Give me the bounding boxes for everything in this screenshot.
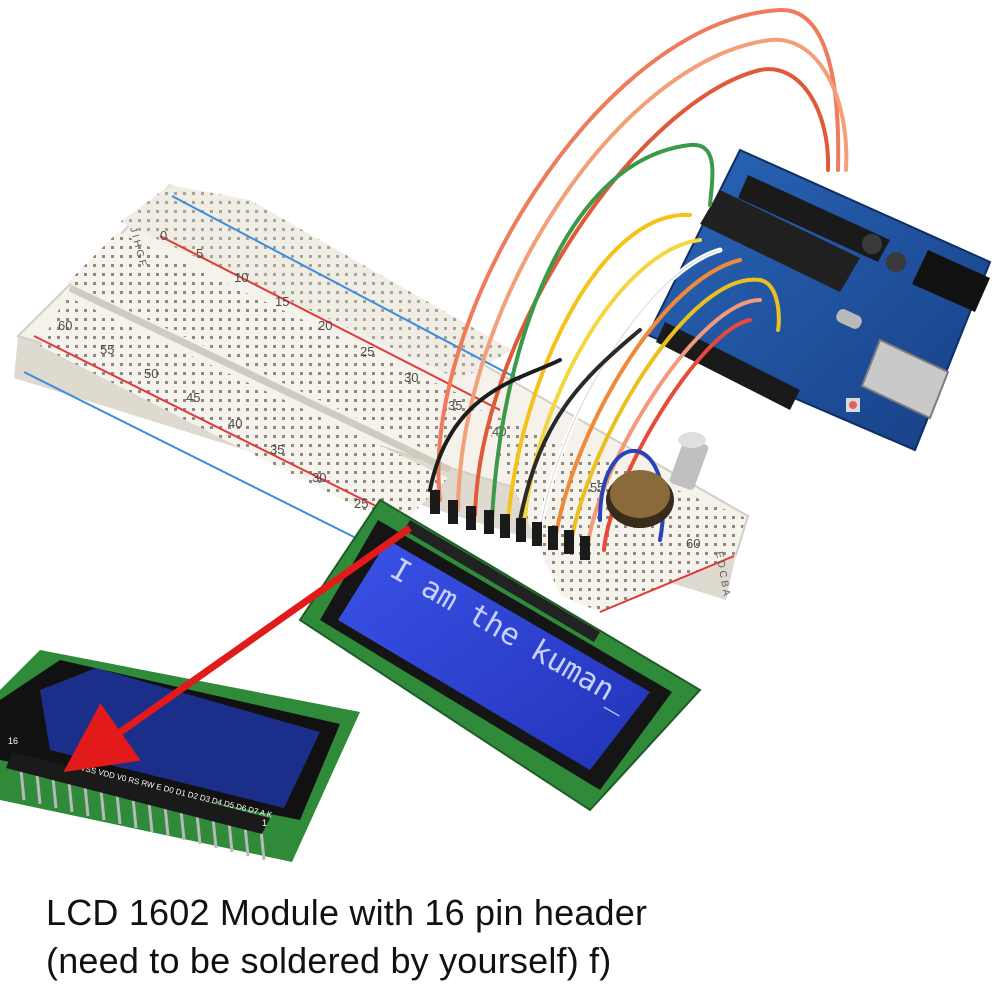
closeup-pin-number-1: 1: [262, 818, 267, 828]
capacitor: [886, 252, 906, 272]
row-number: 35: [448, 398, 462, 413]
closeup-pin-number-16: 16: [8, 736, 18, 746]
row-number: 30: [404, 370, 418, 385]
closeup-screen: [40, 668, 320, 808]
row-number: 60: [686, 536, 700, 551]
lcd-closeup: VSS VDD V0 RS RW E D0 D1 D2 D3 D4 D5 D6 …: [0, 650, 360, 862]
power-jack: [912, 250, 990, 312]
jumper-wires: [428, 7, 849, 552]
usb-port: [860, 338, 950, 420]
crystal: [836, 309, 862, 329]
row-number: 40: [228, 416, 242, 431]
potentiometer: [606, 432, 709, 528]
arduino-board: [646, 148, 992, 452]
row-number: 20: [318, 318, 332, 333]
lcd-screen: [338, 540, 650, 770]
row-number: 45: [186, 390, 200, 405]
pointer-arrow: [63, 525, 413, 773]
row-number: 25: [360, 344, 374, 359]
microcontroller-chip: [700, 190, 860, 292]
row-number: 35: [270, 442, 284, 457]
row-number: 50: [144, 366, 158, 381]
row-number: 25: [354, 496, 368, 511]
digital-header: [738, 175, 890, 262]
lcd-header-pins: [404, 520, 600, 642]
power-rail-upper: [120, 185, 512, 380]
row-number: 10: [234, 270, 248, 285]
lcd-module: I am the kuman_: [298, 498, 702, 812]
row-number: 15: [275, 294, 289, 309]
row-number: 30: [312, 470, 326, 485]
capacitor: [862, 234, 882, 254]
row-number: 60: [58, 318, 72, 333]
caption-line-1: LCD 1602 Module with 16 pin header: [46, 892, 648, 933]
row-number: 5: [196, 246, 203, 261]
row-number: 0: [160, 228, 167, 243]
row-number: 55: [100, 342, 114, 357]
jumper-pins: [430, 490, 590, 560]
caption-line-2: (need to be soldered by yourself) f): [46, 940, 612, 981]
